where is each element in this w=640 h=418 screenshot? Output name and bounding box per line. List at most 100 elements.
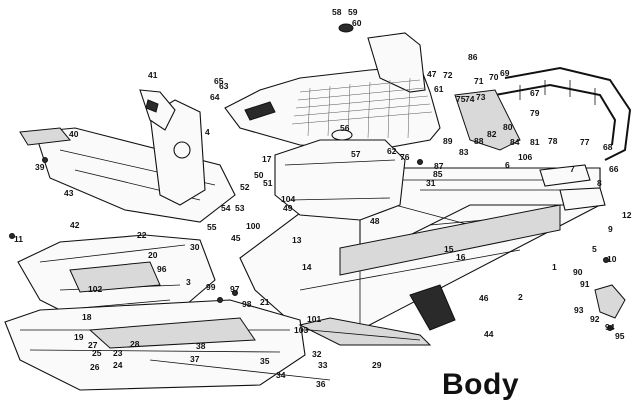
callout-49: 49 <box>283 203 293 213</box>
callout-24: 24 <box>113 360 123 370</box>
callout-28: 28 <box>130 339 140 349</box>
callout-8: 8 <box>597 178 602 188</box>
callout-36: 36 <box>316 379 326 389</box>
callout-73: 73 <box>476 92 486 102</box>
callout-98: 98 <box>242 299 252 309</box>
callout-52: 52 <box>240 182 250 192</box>
callout-80: 80 <box>503 122 513 132</box>
callout-27: 27 <box>88 340 98 350</box>
callout-82: 82 <box>487 129 497 139</box>
callout-18: 18 <box>82 312 92 322</box>
callout-51: 51 <box>263 178 273 188</box>
seat-pattern <box>291 77 433 139</box>
callout-57: 57 <box>351 149 361 159</box>
callout-100: 100 <box>246 221 260 231</box>
callout-67: 67 <box>530 88 540 98</box>
callout-70: 70 <box>489 72 499 82</box>
callout-96: 96 <box>157 264 167 274</box>
callout-38: 38 <box>196 341 206 351</box>
callout-71: 71 <box>474 76 484 86</box>
callout-91: 91 <box>580 279 590 289</box>
callout-16: 16 <box>456 252 466 262</box>
callout-103: 103 <box>294 325 308 335</box>
fasteners <box>9 157 613 331</box>
callout-17: 17 <box>262 154 272 164</box>
callout-44: 44 <box>484 329 494 339</box>
callout-95: 95 <box>615 331 625 341</box>
callout-42: 42 <box>70 220 80 230</box>
callout-77: 77 <box>580 137 590 147</box>
callout-29: 29 <box>372 360 382 370</box>
callout-106: 106 <box>518 152 532 162</box>
callout-59: 59 <box>348 7 358 17</box>
callout-46: 46 <box>479 293 489 303</box>
callout-86: 86 <box>468 52 478 62</box>
callout-90: 90 <box>573 267 583 277</box>
callout-58: 58 <box>332 7 342 17</box>
callout-74: 74 <box>465 94 475 104</box>
callout-76: 76 <box>400 152 410 162</box>
diagram-title: Body <box>442 368 519 401</box>
callout-14: 14 <box>302 262 312 272</box>
callout-34: 34 <box>276 370 286 380</box>
hood-pan <box>17 234 216 326</box>
callout-68: 68 <box>603 142 613 152</box>
callout-45: 45 <box>231 233 241 243</box>
callout-81: 81 <box>530 137 540 147</box>
callout-15: 15 <box>444 244 454 254</box>
callout-92: 92 <box>590 314 600 324</box>
callout-93: 93 <box>574 305 584 315</box>
rear-rack <box>494 66 632 161</box>
callout-5: 5 <box>592 244 597 254</box>
fuel-tank <box>274 129 406 221</box>
callout-48: 48 <box>370 216 380 226</box>
callout-50: 50 <box>254 170 264 180</box>
callout-19: 19 <box>74 332 84 342</box>
callout-31: 31 <box>426 178 436 188</box>
callout-43: 43 <box>64 188 74 198</box>
callout-22: 22 <box>137 230 147 240</box>
callout-47: 47 <box>427 69 437 79</box>
callout-56: 56 <box>340 123 350 133</box>
callout-55: 55 <box>207 222 217 232</box>
callout-39: 39 <box>35 162 45 172</box>
callout-78: 78 <box>548 136 558 146</box>
callout-84: 84 <box>510 137 520 147</box>
callout-30: 30 <box>190 242 200 252</box>
callout-94: 94 <box>605 322 615 332</box>
seat-assembly <box>224 23 441 151</box>
callout-26: 26 <box>90 362 100 372</box>
callout-66: 66 <box>609 164 619 174</box>
callout-97: 97 <box>230 284 240 294</box>
callout-101: 101 <box>307 314 321 324</box>
callout-33: 33 <box>318 360 328 370</box>
callout-102: 102 <box>88 284 102 294</box>
callout-21: 21 <box>260 297 270 307</box>
callout-2: 2 <box>518 292 523 302</box>
callout-72: 72 <box>443 70 453 80</box>
callout-41: 41 <box>148 70 158 80</box>
callout-64: 64 <box>210 92 220 102</box>
callout-37: 37 <box>190 354 200 364</box>
callout-85: 85 <box>433 169 443 179</box>
callout-62: 62 <box>387 146 397 156</box>
callout-63: 63 <box>219 81 229 91</box>
callout-9: 9 <box>608 224 613 234</box>
tail-parts <box>409 89 626 331</box>
callout-65: 65 <box>214 76 224 86</box>
callout-75: 75 <box>456 94 466 104</box>
callout-61: 61 <box>434 84 444 94</box>
steering-bracket <box>139 89 176 131</box>
callout-25: 25 <box>92 348 102 358</box>
front-frame <box>19 99 236 223</box>
callout-60: 60 <box>352 18 362 28</box>
callout-104: 104 <box>281 194 295 204</box>
callout-83: 83 <box>459 147 469 157</box>
callout-20: 20 <box>148 250 158 260</box>
callout-3: 3 <box>186 277 191 287</box>
callout-99: 99 <box>206 282 216 292</box>
callout-6: 6 <box>505 160 510 170</box>
callout-23: 23 <box>113 348 123 358</box>
